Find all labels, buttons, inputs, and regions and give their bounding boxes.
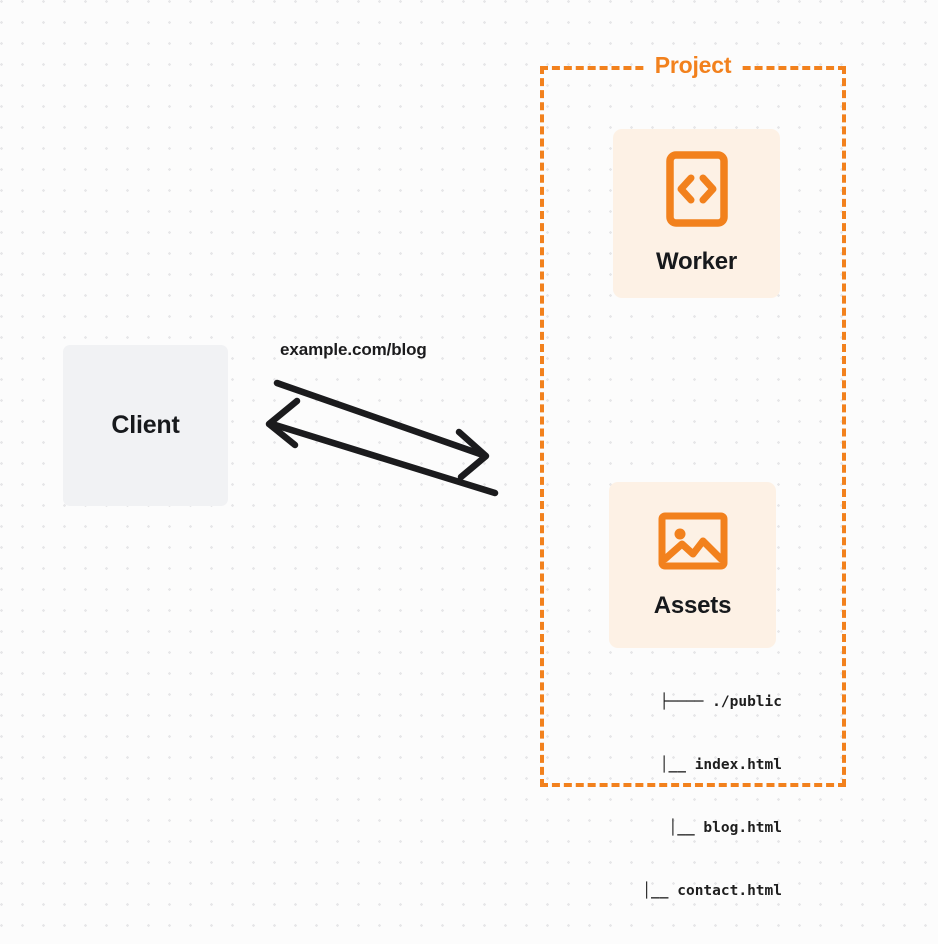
- assets-label: Assets: [653, 591, 732, 619]
- code-brackets-icon: [665, 151, 728, 232]
- connection-label: example.com/blog: [280, 340, 427, 359]
- assets-node[interactable]: Assets: [609, 482, 776, 648]
- file-tree-row: │__ contact.html: [586, 881, 782, 902]
- file-tree-name: contact.html: [677, 883, 782, 899]
- file-tree-branch: ├────: [659, 694, 704, 710]
- diagram-canvas: Client example.com/blog Project Worker: [63, 54, 846, 899]
- client-node[interactable]: Client: [63, 345, 228, 506]
- project-title: Project: [645, 54, 741, 77]
- file-tree-name: ./public: [712, 694, 782, 710]
- response-arrow: [265, 397, 499, 497]
- file-tree-branch: │__: [659, 757, 686, 773]
- client-label: Client: [111, 411, 180, 439]
- image-icon: [658, 511, 728, 576]
- file-tree-branch: │__: [668, 820, 695, 836]
- project-group: Project: [540, 54, 846, 787]
- file-tree-row: │__ index.html: [586, 755, 782, 776]
- assets-file-tree: ├──── ./public │__ index.html │__ blog.h…: [586, 650, 782, 944]
- worker-node[interactable]: Worker: [613, 129, 780, 298]
- file-tree-branch: │__: [642, 883, 669, 899]
- file-tree-row: ├──── ./public: [586, 692, 782, 713]
- file-tree-name: index.html: [694, 757, 782, 773]
- file-tree-name: blog.html: [703, 820, 782, 836]
- worker-label: Worker: [655, 248, 738, 275]
- file-tree-row: │__ blog.html: [586, 818, 782, 839]
- request-arrow: [273, 379, 490, 481]
